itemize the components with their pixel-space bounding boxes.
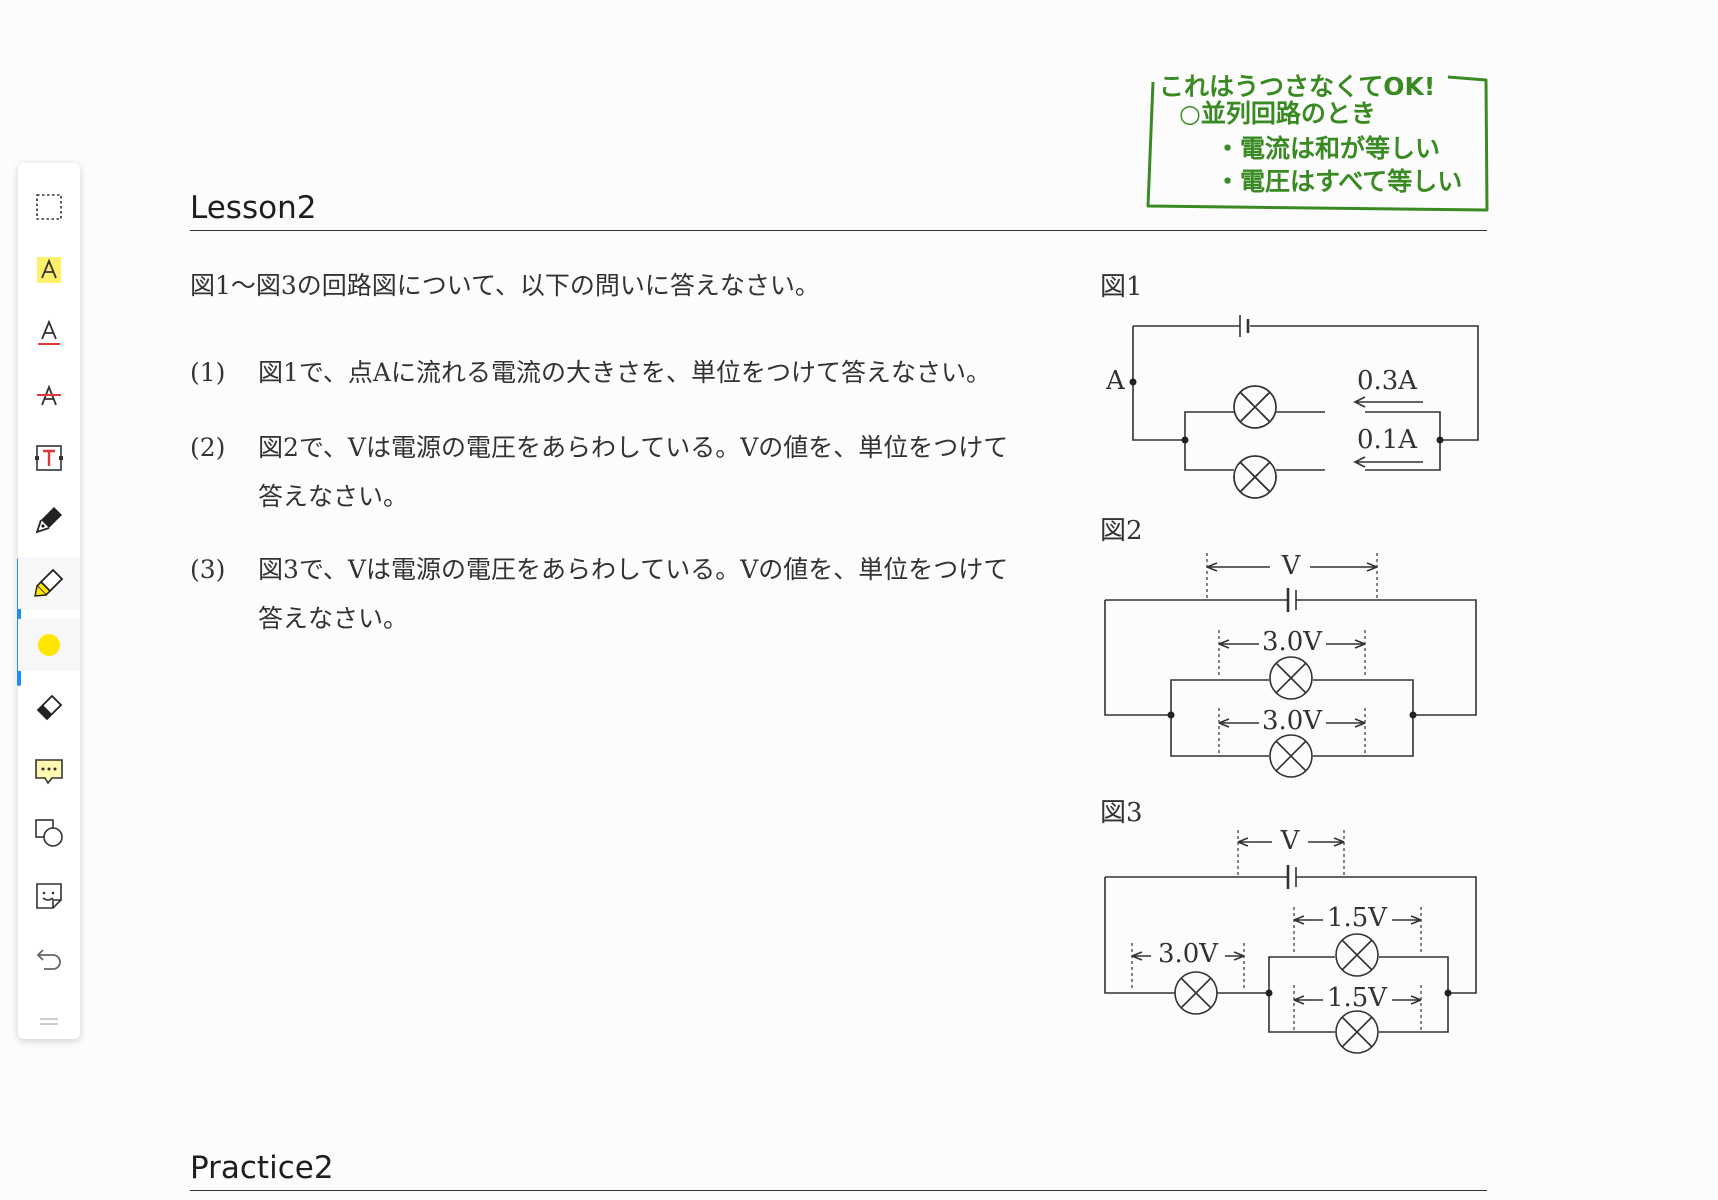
note-line-1: これはうつさなくてOK! bbox=[1159, 72, 1435, 101]
question-text: 図2で、Vは電源の電圧をあらわしている。Vの値を、単位をつけて bbox=[258, 433, 1009, 462]
comment-icon bbox=[35, 759, 63, 785]
text-box-icon bbox=[35, 445, 63, 471]
select-tool-button[interactable] bbox=[18, 181, 80, 233]
question-text: 図1で、点Aに流れる電流の大きさを、単位をつけて答えなさい。 bbox=[258, 358, 991, 387]
annotation-toolbar bbox=[17, 163, 80, 1039]
question-number: (2) bbox=[190, 433, 226, 462]
question-2: (2) 図2で、Vは電源の電圧をあらわしている。Vの値を、単位をつけて 答えなさ… bbox=[0, 423, 1080, 523]
shape-tool-button[interactable] bbox=[18, 807, 80, 859]
strikethrough-text-tool-button[interactable] bbox=[18, 369, 80, 421]
underline-text-icon bbox=[38, 319, 60, 345]
highlighter-icon bbox=[34, 568, 64, 597]
question-1: (1) 図1で、点Aに流れる電流の大きさを、単位をつけて答えなさい。 bbox=[0, 348, 1080, 398]
note-frame bbox=[1146, 75, 1489, 212]
pen-tool-button[interactable] bbox=[18, 494, 80, 546]
figure-3-circuit: V 3.0V 1.5V 1.5V bbox=[1104, 826, 1477, 1054]
shape-icon bbox=[35, 819, 63, 847]
question-number: (1) bbox=[190, 358, 226, 387]
note-line-3: ・電流は和が等しい bbox=[1215, 134, 1440, 163]
highlight-text-icon bbox=[37, 257, 61, 283]
lamp-top-voltage-label: 3.0V bbox=[1262, 627, 1323, 657]
lamp-top-voltage-label: 1.5V bbox=[1327, 903, 1388, 933]
practice-divider bbox=[190, 1190, 1487, 1191]
point-a-label: A bbox=[1105, 366, 1126, 396]
practice-title: Practice2 bbox=[190, 1150, 334, 1186]
source-voltage-label: V bbox=[1280, 826, 1301, 856]
lamp-bottom-voltage-label: 1.5V bbox=[1327, 983, 1388, 1013]
lesson-title: Lesson2 bbox=[190, 190, 317, 226]
figure-3-label: 図3 bbox=[1100, 798, 1143, 828]
select-icon bbox=[36, 194, 62, 220]
figure-2-label: 図2 bbox=[1100, 516, 1143, 546]
figure-2-circuit: V 3.0V 3.0V bbox=[1104, 551, 1477, 778]
color-swatch-button[interactable] bbox=[18, 619, 80, 671]
eraser-icon bbox=[36, 694, 63, 721]
text-box-tool-button[interactable] bbox=[18, 432, 80, 484]
handwritten-note[interactable]: これはうつさなくてOK! ○並列回路のとき ・電流は和が等しい ・電圧はすべて等… bbox=[1143, 72, 1493, 212]
figure-1-circuit: A 0.3A 0.1A bbox=[1105, 315, 1479, 499]
eraser-tool-button[interactable] bbox=[18, 682, 80, 734]
source-voltage-label: V bbox=[1281, 551, 1302, 581]
highlight-text-tool-button[interactable] bbox=[18, 244, 80, 296]
color-swatch-icon bbox=[38, 634, 60, 656]
lesson-divider bbox=[190, 230, 1487, 231]
sticker-icon bbox=[36, 883, 62, 909]
question-number: (3) bbox=[190, 555, 226, 584]
question-3: (3) 図3で、Vは電源の電圧をあらわしている。Vの値を、単位をつけて 答えなさ… bbox=[0, 545, 1080, 645]
question-text-continued: 答えなさい。 bbox=[258, 482, 409, 511]
note-line-4: ・電圧はすべて等しい bbox=[1215, 167, 1462, 196]
sticker-tool-button[interactable] bbox=[18, 870, 80, 922]
lamp-bottom-voltage-label: 3.0V bbox=[1262, 706, 1323, 736]
undo-icon bbox=[36, 949, 61, 970]
current-top-label: 0.3A bbox=[1357, 366, 1418, 396]
note-line-2: ○並列回路のとき bbox=[1179, 99, 1376, 128]
comment-tool-button[interactable] bbox=[18, 745, 80, 797]
question-text: 図3で、Vは電源の電圧をあらわしている。Vの値を、単位をつけて bbox=[258, 555, 1009, 584]
undo-button[interactable] bbox=[18, 932, 80, 984]
lamp-left-voltage-label: 3.0V bbox=[1158, 939, 1219, 969]
strikethrough-text-icon bbox=[37, 384, 61, 406]
current-bottom-label: 0.1A bbox=[1357, 425, 1418, 455]
lesson-intro: 図1〜図3の回路図について、以下の問いに答えなさい。 bbox=[190, 271, 820, 300]
pen-icon bbox=[35, 507, 62, 534]
figure-1-label: 図1 bbox=[1100, 272, 1143, 302]
more-handle-icon[interactable] bbox=[40, 1018, 58, 1026]
highlighter-tool-button[interactable] bbox=[18, 557, 80, 609]
underline-text-tool-button[interactable] bbox=[18, 307, 80, 359]
question-text-continued: 答えなさい。 bbox=[258, 604, 409, 633]
